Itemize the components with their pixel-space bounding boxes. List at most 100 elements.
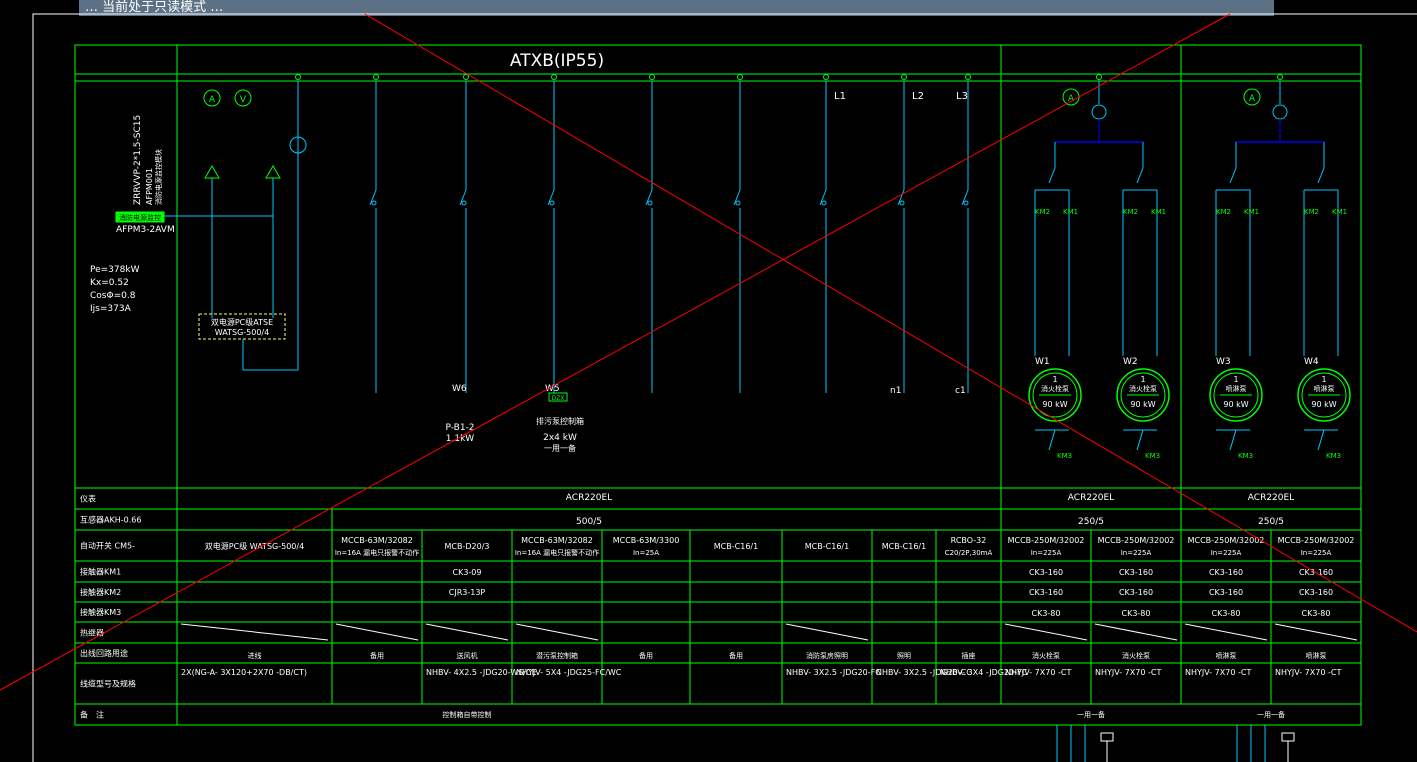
- motor-ct-symbol: [1272, 104, 1288, 120]
- motor-name: 喷淋泵: [1314, 384, 1335, 393]
- ct-ratio: 250/5: [1078, 517, 1104, 527]
- row-header: 出线回路用途: [80, 648, 128, 658]
- km1-model: CK3-160: [1029, 568, 1063, 577]
- row-header: 接触器KM3: [80, 607, 121, 617]
- feeder-switch-node: [461, 200, 467, 206]
- atse-model: WATSG-500/4: [215, 328, 269, 337]
- ct-ratio: 500/5: [576, 517, 602, 527]
- bus-tap-node: [737, 74, 743, 80]
- motor-km3-contact: [1136, 429, 1144, 451]
- cos-value: CosΦ=0.8: [90, 291, 136, 301]
- bus-tap-node: [373, 74, 379, 80]
- remark-label: 一用一备: [1077, 710, 1105, 719]
- breaker-rating: In=25A: [633, 549, 659, 557]
- ct-ratio: 250/5: [1258, 517, 1284, 527]
- usage-label: 消火栓泵: [1122, 651, 1150, 660]
- usage-label: 潜污泵控制箱: [536, 651, 578, 660]
- row-header: 自动开关 CM5-: [80, 541, 135, 551]
- contactor-km3-label: KM3: [1145, 452, 1160, 460]
- usage-label: 照明: [897, 652, 911, 660]
- cable-spec: NHBV- 3X2.5 -JDG20-CC: [876, 668, 972, 677]
- contactor-km1-label: KM1: [1151, 208, 1166, 216]
- feeder-switch-node: [549, 200, 555, 206]
- drawing-border: [32, 13, 1417, 762]
- breaker-model: RCBO-32: [951, 536, 987, 545]
- km2-model: CK3-160: [1209, 588, 1243, 597]
- usage-label: 消火栓泵: [1032, 651, 1060, 660]
- contactor-km1-label: KM1: [1244, 208, 1259, 216]
- cable-spec: NHBV- 3X4 -JDG20-FC: [940, 668, 1028, 677]
- feeder-switch: [961, 189, 969, 206]
- contactor-km1-label: KM1: [1063, 208, 1078, 216]
- load-w5-kw: 2x4 kW: [543, 433, 577, 443]
- breaker-model: MCCB-250M/32002: [1278, 536, 1355, 545]
- load-w5-name: 排污泵控制箱: [536, 416, 584, 426]
- overload-mark: [180, 623, 329, 641]
- monitor-module-model: AFPM3-2AVM: [116, 225, 175, 235]
- contactor-km3-label: KM3: [1238, 452, 1253, 460]
- feeder-switch: [897, 189, 905, 206]
- antenna-triangle: [204, 165, 220, 179]
- phase-label-l3: L3: [956, 91, 968, 102]
- bus-tap-node: [463, 74, 469, 80]
- motor-name: 消火栓泵: [1041, 384, 1069, 393]
- breaker-model: 双电源PC级 WATSG-500/4: [205, 541, 304, 551]
- circuit-tag-c1: c1: [955, 386, 966, 396]
- km3-model: CK3-80: [1122, 609, 1151, 618]
- km1-model: CK3-09: [453, 568, 482, 577]
- cable-spec: NHYJV- 7X70 -CT: [1185, 668, 1251, 677]
- usage-label: 进线: [248, 651, 262, 660]
- contactor-km2-label: KM2: [1304, 208, 1319, 216]
- row-header: 仪表: [80, 494, 96, 504]
- breaker-rating: In=225A: [1031, 549, 1062, 557]
- row-header: 热继器: [80, 628, 104, 638]
- cable-spec: NHYJV- 7X70 -CT: [1275, 668, 1341, 677]
- km3-model: CK3-80: [1212, 609, 1241, 618]
- contactor-km2-label: KM2: [1216, 208, 1231, 216]
- feeder-switch-node: [371, 200, 377, 206]
- incoming-cable-label: ZRRVVP-2*1.5-SC15: [133, 115, 143, 205]
- breaker-rating: C20/2P,30mA: [945, 549, 993, 557]
- overload-mark: [1004, 623, 1088, 641]
- antenna-triangle: [265, 165, 281, 179]
- monitor-module-box: [115, 211, 165, 223]
- motor-circle-inner: [1213, 372, 1259, 418]
- motor-kw: 90 kW: [1223, 400, 1248, 409]
- atse-label: 双电源PC级ATSE: [211, 317, 273, 327]
- breaker-model: MCCB-63M/3300: [613, 536, 680, 545]
- motor-tag: W3: [1216, 357, 1231, 367]
- w5-tag-label: DZX: [552, 395, 565, 402]
- usage-label: 插座: [962, 651, 976, 660]
- circuit-tag-w6: W6: [452, 384, 467, 394]
- feeder-switch-node: [821, 200, 827, 206]
- breaker-rating: In=16A 漏电只报警不动作: [515, 548, 599, 557]
- overload-mark: [1094, 623, 1178, 641]
- motor-kw: 90 kW: [1311, 400, 1336, 409]
- motor-circle: [1297, 368, 1351, 422]
- voltmeter-symbol: [234, 89, 252, 107]
- feeder-switch: [459, 189, 467, 206]
- overload-mark: [1274, 623, 1358, 641]
- feeder-switch-node: [963, 200, 969, 206]
- km3-model: CK3-80: [1302, 609, 1331, 618]
- bus-tap-node: [901, 74, 907, 80]
- overload-mark: [335, 623, 419, 641]
- breaker-rating: In=225A: [1121, 549, 1152, 557]
- motor-tag: W1: [1035, 357, 1050, 367]
- contactor-km2-label: KM2: [1035, 208, 1050, 216]
- km1-model: CK3-160: [1119, 568, 1153, 577]
- ijs-value: Ijs=373A: [90, 304, 132, 314]
- voltmeter-label: V: [240, 95, 247, 105]
- monitor-label: AFPM001: [145, 168, 154, 205]
- motor-kw: 90 kW: [1130, 400, 1155, 409]
- w5-tag-box: [548, 392, 568, 402]
- feeder-switch: [645, 189, 653, 206]
- motor-branch-breaker: [1048, 167, 1056, 184]
- cable-spec: NHYJV- 5X4 -JDG25-FC/WC: [516, 668, 622, 677]
- remark-label: 一用一备: [1257, 710, 1285, 719]
- row-header: 备 注: [80, 710, 104, 720]
- contactor-km3-label: KM3: [1326, 452, 1341, 460]
- row-header: 接触器KM2: [80, 587, 121, 597]
- km2-model: CK3-160: [1029, 588, 1063, 597]
